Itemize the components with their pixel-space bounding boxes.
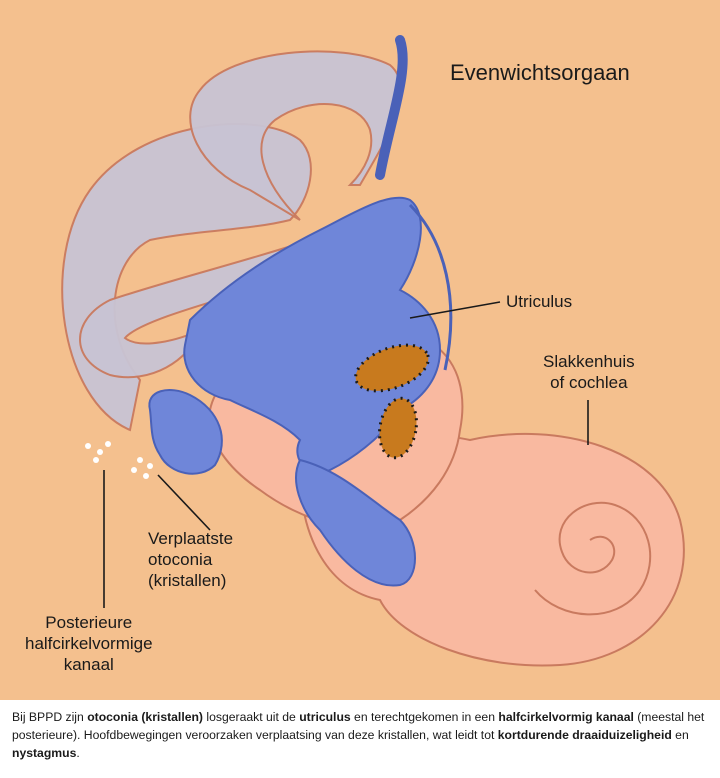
caption-seg: en terechtgekomen in een: [350, 710, 499, 724]
superior-canal: [189, 50, 402, 221]
cochlea-label: Slakkenhuis of cochlea: [543, 351, 635, 393]
caption-seg-bold: halfcirkelvormig kanaal: [498, 710, 634, 724]
cochlea-label-line-1: Slakkenhuis: [543, 352, 635, 371]
posterior-canal: [61, 123, 312, 432]
saccule-duct: [295, 458, 416, 587]
cochlea-spiral: [534, 501, 652, 616]
displaced-otoconia: [85, 441, 153, 479]
caption-seg-bold: nystagmus: [12, 746, 77, 760]
utriculus-label: Utriculus: [506, 291, 572, 312]
otoconia-label-line-2: otoconia: [148, 550, 213, 569]
caption-seg: Bij BPPD zijn: [12, 710, 88, 724]
endolymphatic-duct: [375, 35, 408, 180]
canal-label: Posterieure halfcirkelvormige kanaal: [25, 612, 153, 675]
otoconia-label: Verplaatste otoconia (kristallen): [148, 528, 233, 591]
caption: Bij BPPD zijn otoconia (kristallen) losg…: [12, 708, 712, 762]
otoconia-label-line-3: (kristallen): [148, 571, 227, 590]
caption-seg: .: [76, 746, 80, 760]
caption-seg-bold: otoconia (kristallen): [87, 710, 203, 724]
otoconia-leader: [157, 474, 211, 531]
canal-label-line-2: halfcirkelvormige: [25, 634, 153, 653]
canal-label-line-1: Posterieure: [45, 613, 133, 632]
membranous-labyrinth: [183, 196, 442, 474]
caption-seg-bold: utriculus: [299, 710, 351, 724]
nerve-line: [408, 203, 453, 371]
utricle-otolith: [354, 343, 430, 393]
ampulla: [148, 389, 223, 475]
caption-seg: losgeraakt uit de: [203, 710, 300, 724]
diagram-title: Evenwichtsorgaan: [450, 60, 630, 85]
otoconia-label-line-1: Verplaatste: [148, 529, 234, 548]
utriculus-leader: [409, 301, 501, 319]
inner-ear-illustration: Evenwichtsorgaan Utriculus Slakkenhuis o…: [0, 0, 720, 700]
caption-seg-bold: kortdurende draaiduizeligheid: [497, 728, 672, 742]
caption-seg: (meestal het posterieure). Hoofdbeweging…: [12, 710, 705, 742]
caption-seg: en: [671, 728, 689, 742]
utriculus-label-text: Utriculus: [506, 292, 573, 311]
cochlea-label-line-2: of cochlea: [550, 373, 628, 392]
saccule-otolith: [378, 396, 418, 460]
canal-label-line-3: kanaal: [63, 655, 114, 674]
inner-ear-drawing: [61, 35, 685, 667]
